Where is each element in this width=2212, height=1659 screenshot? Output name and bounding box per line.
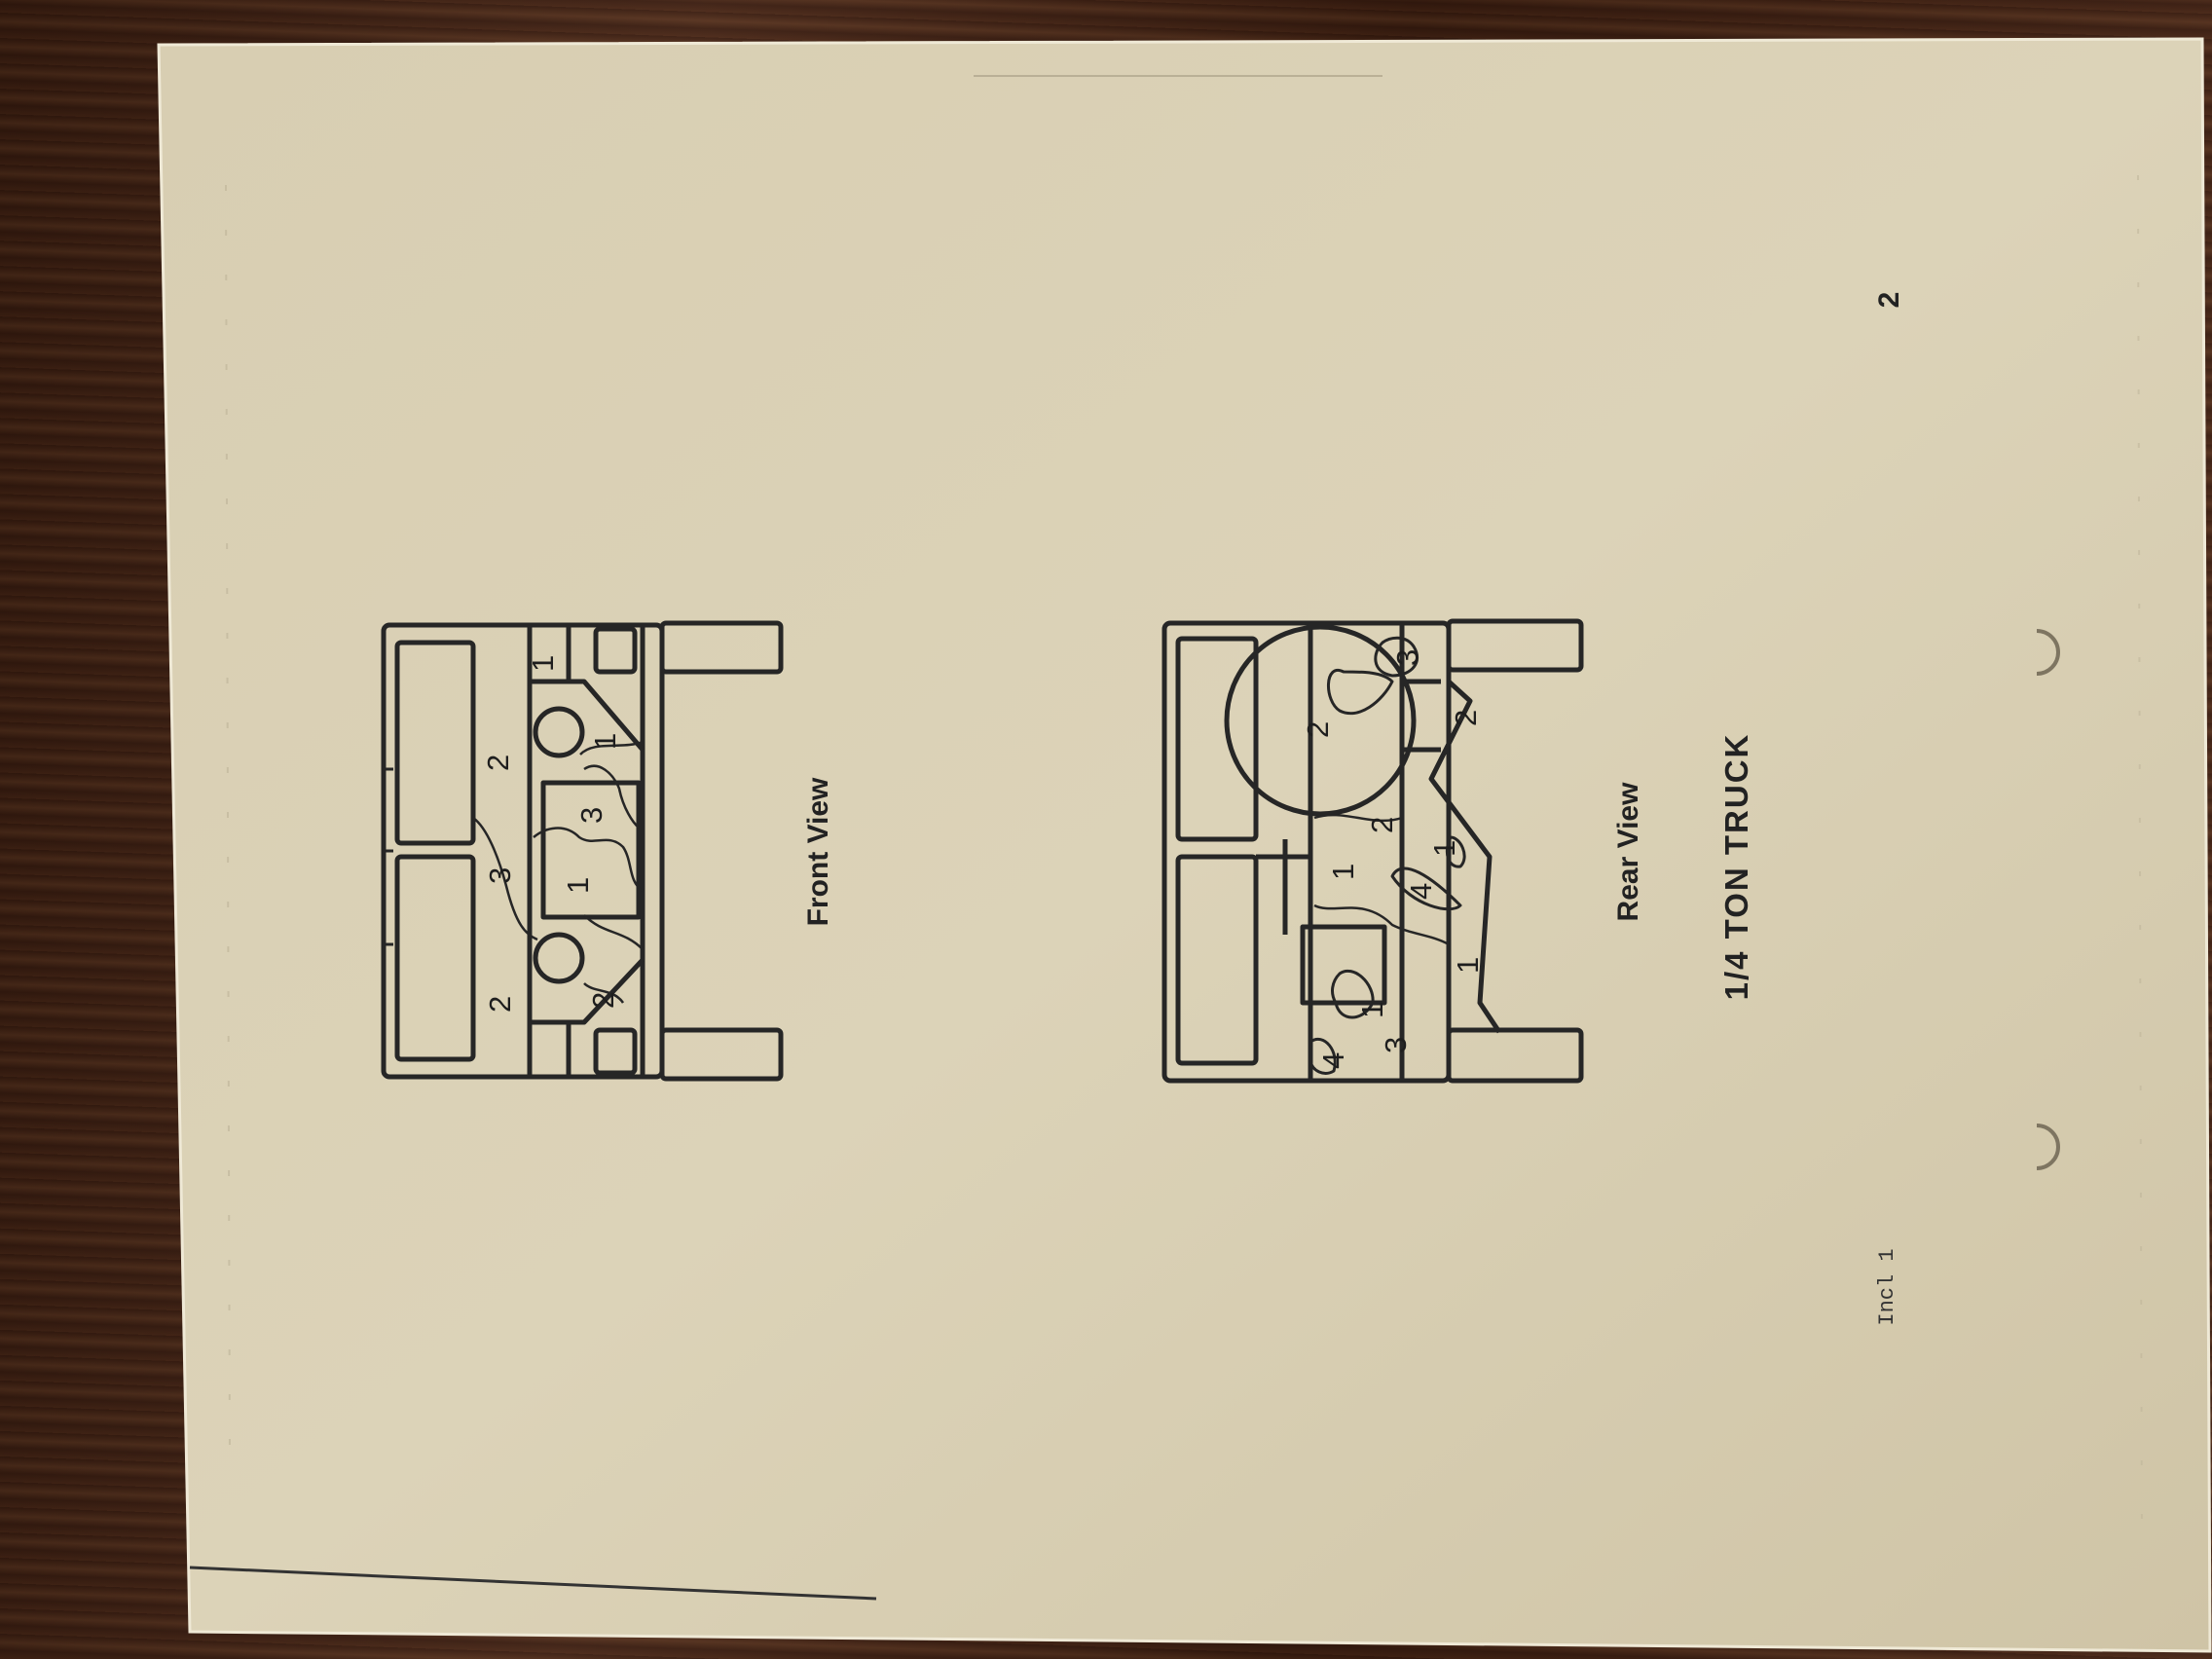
- rear-area-label: 3: [1379, 1037, 1413, 1053]
- front-area-label: 2: [586, 992, 620, 1009]
- rear-view-diagram: [1161, 618, 1584, 1084]
- front-area-label: 2: [481, 755, 515, 771]
- page-number: 2: [1873, 292, 1905, 309]
- figure-title: 1/4 TON TRUCK: [1718, 733, 1754, 1001]
- rear-area-label: 1: [1427, 840, 1461, 857]
- rear-area-label: 3: [1390, 649, 1424, 666]
- front-area-label: 3: [574, 807, 608, 824]
- rear-area-label: 1: [1326, 864, 1360, 880]
- paper-sheet: [159, 39, 2210, 1651]
- hole-punch-mark-lower: [2036, 1124, 2060, 1170]
- rear-area-label: 1: [1451, 957, 1485, 974]
- rear-area-label: 2: [1365, 817, 1399, 833]
- rear-view-caption: Rear View: [1612, 782, 1644, 922]
- front-area-label: 1: [588, 733, 622, 750]
- rear-area-label: 1: [1355, 1002, 1389, 1018]
- rear-area-label: 2: [1301, 721, 1335, 738]
- front-area-label: 1: [561, 877, 595, 894]
- enclosure-label: Incl 1: [1875, 1248, 1899, 1325]
- front-area-label: 1: [526, 655, 560, 672]
- rear-area-label: 4: [1404, 883, 1438, 900]
- front-view-diagram: [381, 620, 784, 1082]
- bottom-rule-line: [189, 1566, 877, 1601]
- hole-punch-mark-upper: [2036, 629, 2060, 676]
- front-area-label: 3: [483, 867, 517, 884]
- rear-area-label: 2: [1449, 710, 1483, 726]
- front-view-area-labels: 1 2 1 3 1 2 3 2 2: [481, 655, 622, 1013]
- front-area-label: 2: [483, 996, 517, 1013]
- rear-area-label: 4: [1316, 1052, 1350, 1069]
- rear-view-area-labels: 3 2 2 2 1 1 4 1 1 3 4 3: [1301, 649, 1485, 1069]
- front-view-caption: Front View: [802, 777, 834, 926]
